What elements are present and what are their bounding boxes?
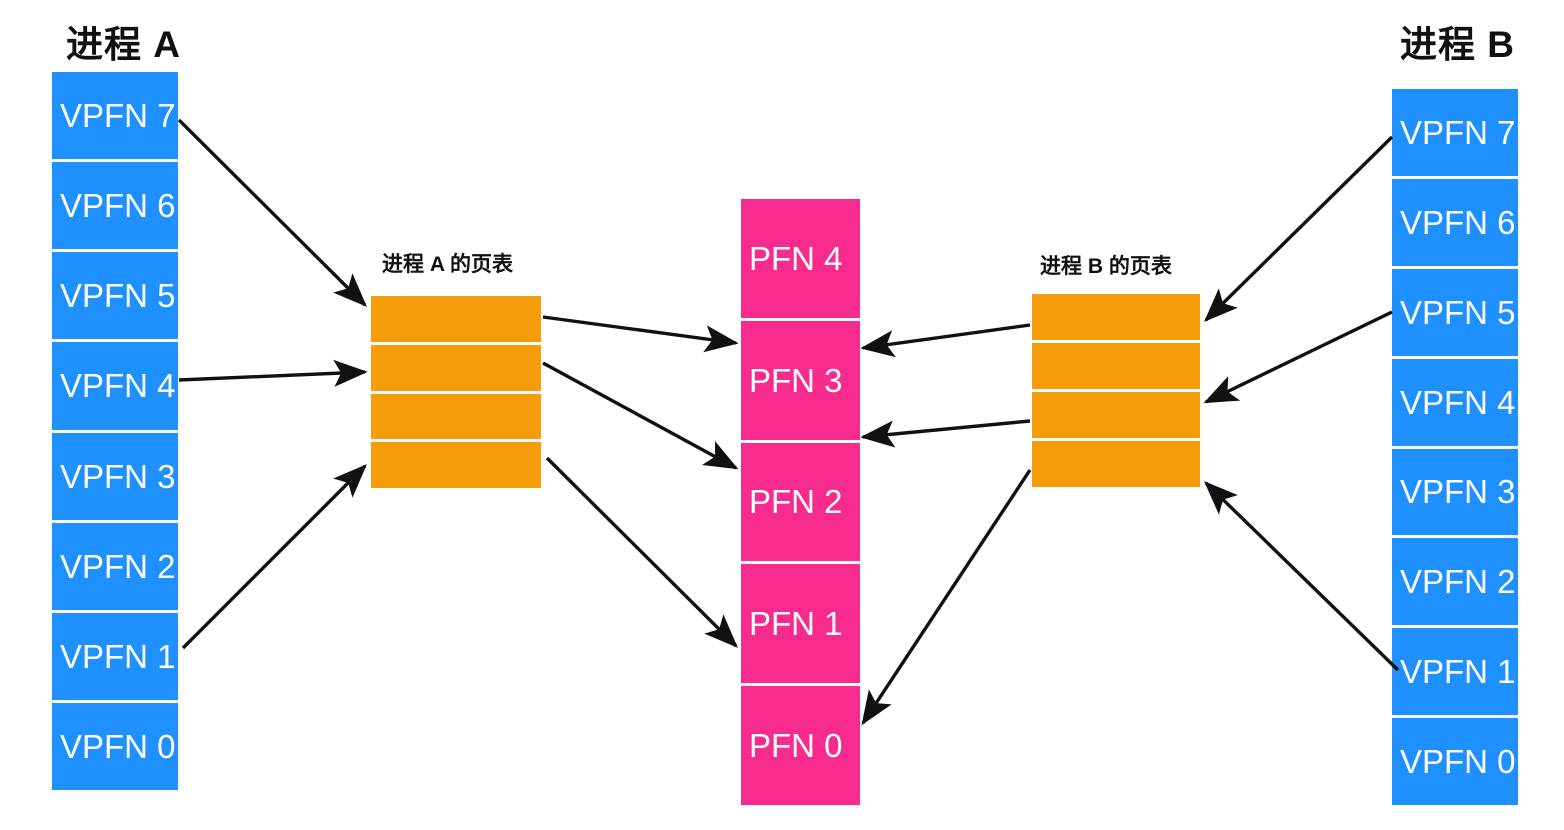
vpfn-cell-b-7[interactable]: VPFN 7 (1392, 89, 1518, 179)
process-a-virtual-memory-column: VPFN 7 VPFN 6 VPFN 5 VPFN 4 VPFN 3 VPFN … (52, 72, 178, 790)
vpfn-cell-a-4-label: VPFN 4 (60, 367, 176, 405)
vpfn-cell-a-1-label: VPFN 1 (60, 637, 176, 675)
page-table-a-entry-1[interactable] (371, 296, 541, 345)
vpfn-cell-a-4[interactable]: VPFN 4 (52, 342, 178, 433)
arrow-pt-b-entry4-to-pfn0 (861, 469, 1032, 726)
vpfn-cell-b-5-label: VPFN 5 (1400, 293, 1516, 331)
vpfn-cell-a-3-label: VPFN 3 (60, 457, 176, 495)
vpfn-cell-a-0[interactable]: VPFN 0 (52, 702, 178, 790)
arrow-pt-b-entry1-to-pfn3 (860, 323, 1031, 358)
vpfn-cell-b-6[interactable]: VPFN 6 (1392, 178, 1518, 269)
pfn-cell-3[interactable]: PFN 3 (741, 320, 860, 443)
vpfn-cell-b-0[interactable]: VPFN 0 (1392, 718, 1518, 805)
pfn-cell-0-label: PFN 0 (749, 727, 843, 765)
vpfn-cell-a-7-label: VPFN 7 (60, 97, 176, 135)
vpfn-cell-b-4[interactable]: VPFN 4 (1392, 358, 1518, 449)
vpfn-cell-b-7-label: VPFN 7 (1400, 113, 1516, 151)
vpfn-cell-a-1[interactable]: VPFN 1 (52, 612, 178, 703)
arrow-vpfn-a4-to-pt-a-entry2 (178, 359, 368, 387)
vpfn-cell-a-6-label: VPFN 6 (60, 187, 176, 225)
vpfn-cell-a-6[interactable]: VPFN 6 (52, 162, 178, 253)
vpfn-cell-b-3[interactable]: VPFN 3 (1392, 448, 1518, 539)
vpfn-cell-b-4-label: VPFN 4 (1400, 383, 1516, 421)
arrow-pt-a-entry4-to-pfn1 (545, 456, 738, 648)
vpfn-cell-a-2[interactable]: VPFN 2 (52, 522, 178, 613)
vpfn-cell-b-1-label: VPFN 1 (1400, 653, 1516, 691)
vpfn-cell-a-5-label: VPFN 5 (60, 277, 176, 315)
vpfn-cell-a-3[interactable]: VPFN 3 (52, 432, 178, 523)
arrow-vpfn-a1-to-pt-a-entry4 (181, 464, 367, 650)
arrow-pt-a-entry2-to-pfn2 (542, 361, 739, 470)
vpfn-cell-a-0-label: VPFN 0 (60, 727, 176, 765)
vpfn-cell-a-2-label: VPFN 2 (60, 547, 176, 585)
arrow-vpfn-a7-to-pt-a-entry1 (177, 118, 367, 307)
arrow-vpfn-b1-to-pt-b-entry4 (1204, 481, 1400, 672)
vpfn-cell-b-1[interactable]: VPFN 1 (1392, 628, 1518, 719)
pfn-cell-2-label: PFN 2 (749, 483, 843, 521)
process-b-title: 进程 B (1400, 24, 1515, 65)
page-table-a-entry-2[interactable] (371, 344, 541, 394)
page-table-b-title: 进程 B 的页表 (1040, 255, 1172, 278)
vpfn-cell-b-2-label: VPFN 2 (1400, 563, 1516, 601)
vpfn-cell-b-3-label: VPFN 3 (1400, 473, 1516, 511)
arrow-vpfn-b5-to-pt-b-entry3 (1203, 310, 1393, 404)
vpfn-cell-b-2[interactable]: VPFN 2 (1392, 538, 1518, 629)
pfn-cell-4[interactable]: PFN 4 (741, 199, 860, 321)
process-b-virtual-memory-column: VPFN 7 VPFN 6 VPFN 5 VPFN 4 VPFN 3 VPFN … (1392, 89, 1518, 805)
vpfn-cell-b-0-label: VPFN 0 (1400, 743, 1516, 781)
page-table-a-entry-3[interactable] (371, 393, 541, 443)
arrow-vpfn-b7-to-pt-b-entry1 (1204, 135, 1394, 322)
page-table-b-entry-2[interactable] (1032, 343, 1200, 392)
pfn-cell-0[interactable]: PFN 0 (741, 686, 860, 805)
arrow-pt-b-entry3-to-pfn2 (860, 419, 1031, 448)
page-table-b-entry-4[interactable] (1032, 441, 1200, 487)
pfn-cell-1[interactable]: PFN 1 (741, 564, 860, 687)
arrow-pt-a-entry1-to-pfn3 (542, 315, 739, 353)
vpfn-cell-b-5[interactable]: VPFN 5 (1392, 268, 1518, 359)
physical-memory-column: PFN 4 PFN 3 PFN 2 PFN 1 PFN 0 (741, 199, 860, 805)
page-table-a (371, 296, 541, 488)
vpfn-cell-a-5[interactable]: VPFN 5 (52, 252, 178, 343)
process-a-title: 进程 A (66, 24, 181, 65)
page-table-b (1032, 294, 1200, 487)
pfn-cell-4-label: PFN 4 (749, 239, 843, 277)
pfn-cell-3-label: PFN 3 (749, 361, 843, 399)
pfn-cell-1-label: PFN 1 (749, 605, 843, 643)
vpfn-cell-a-7[interactable]: VPFN 7 (52, 72, 178, 163)
page-table-a-title: 进程 A 的页表 (382, 253, 514, 276)
page-table-b-entry-3[interactable] (1032, 392, 1200, 441)
page-table-a-entry-4[interactable] (371, 442, 541, 488)
vpfn-cell-b-6-label: VPFN 6 (1400, 203, 1516, 241)
pfn-cell-2[interactable]: PFN 2 (741, 442, 860, 565)
page-table-b-entry-1[interactable] (1032, 294, 1200, 343)
